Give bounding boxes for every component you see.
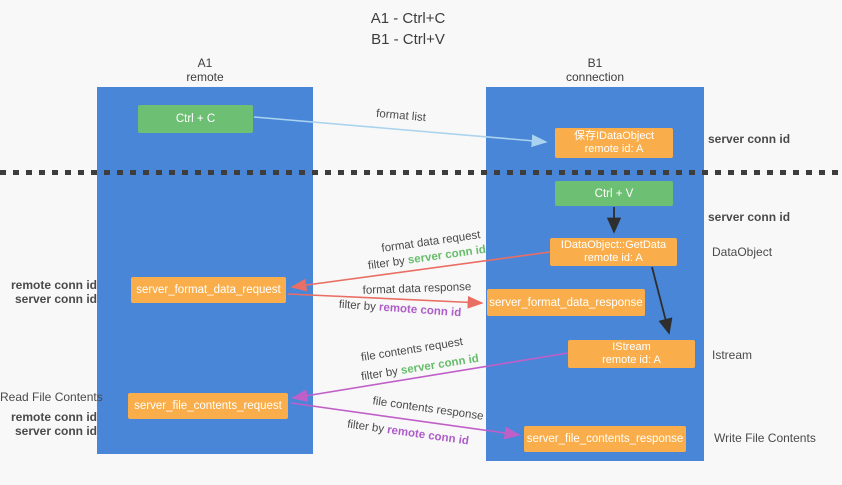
remote-conn-id-annotation-left-bottom: remote conn id xyxy=(10,410,97,424)
istream-line1: IStream xyxy=(612,341,651,353)
istream-annotation: Istream xyxy=(712,348,753,362)
filter-by-text: filter by xyxy=(360,365,402,384)
file-contents-response-label: file contents response xyxy=(371,395,485,423)
filter-by-text: filter by xyxy=(338,298,380,314)
save-idataobject-box: 保存IDataObject remote id: A xyxy=(555,128,673,158)
idataobject-getdata-box: IDataObject::GetData remote id: A xyxy=(550,238,677,266)
server-file-contents-request-box: server_file_contents_request xyxy=(128,393,288,419)
lane-b1-name: B1 xyxy=(587,56,603,70)
title-line-2: B1 - Ctrl+V xyxy=(371,31,445,48)
lane-a1-role: remote xyxy=(186,70,224,84)
server-format-data-response-box: server_format_data_response xyxy=(487,289,645,316)
title-line-1: A1 - Ctrl+C xyxy=(370,10,446,27)
server-file-contents-request-label: server_file_contents_request xyxy=(134,400,282,412)
format-data-response-filter-label: filter by remote conn id xyxy=(325,298,475,320)
format-list-label: format list xyxy=(375,107,427,125)
lane-b1-role: connection xyxy=(565,70,625,84)
save-idataobject-line2: remote id: A xyxy=(584,143,644,155)
ctrl-c-box: Ctrl + C xyxy=(138,105,253,133)
format-data-response-label: format data response xyxy=(362,281,472,297)
server-file-contents-response-label: server_file_contents_response xyxy=(526,433,684,445)
remote-conn-id-annotation-left-top: remote conn id xyxy=(10,278,97,292)
server-conn-id-annotation-top: server conn id xyxy=(708,132,791,146)
lane-header-b1: B1 connection xyxy=(535,56,655,84)
write-file-contents-annotation: Write File Contents xyxy=(714,431,816,445)
filter-by-text: filter by xyxy=(367,254,409,273)
ctrl-c-label: Ctrl + C xyxy=(175,113,216,125)
istream-line2: remote id: A xyxy=(602,354,661,366)
server-conn-id-annotation-left-top: server conn id xyxy=(14,292,97,306)
server-conn-id-annotation-mid: server conn id xyxy=(708,210,791,224)
read-file-contents-annotation: Read File Contents xyxy=(0,390,103,404)
getdata-line1: IDataObject::GetData xyxy=(560,239,667,251)
server-format-data-request-label: server_format_data_request xyxy=(136,284,281,296)
server-conn-id-text: server conn id xyxy=(400,352,480,377)
save-idataobject-line1: 保存IDataObject xyxy=(573,130,655,142)
remote-conn-id-text: remote conn id xyxy=(386,424,470,448)
filter-by-text: filter by xyxy=(346,418,388,437)
file-contents-response-filter-label: filter by remote conn id xyxy=(333,417,483,450)
lane-a1-name: A1 xyxy=(197,56,213,70)
server-conn-id-annotation-left-bottom: server conn id xyxy=(14,424,97,438)
lane-a1-column xyxy=(97,87,313,454)
ctrl-v-label: Ctrl + V xyxy=(594,187,634,200)
dataobject-annotation: DataObject xyxy=(712,245,773,259)
diagram-title: A1 - Ctrl+C B1 - Ctrl+V xyxy=(308,8,508,50)
remote-conn-id-text: remote conn id xyxy=(378,301,462,320)
server-format-data-response-label: server_format_data_response xyxy=(489,296,643,309)
ctrl-v-box: Ctrl + V xyxy=(555,181,673,206)
getdata-line2: remote id: A xyxy=(584,252,643,264)
lane-header-a1: A1 remote xyxy=(145,56,265,84)
server-format-data-request-box: server_format_data_request xyxy=(131,277,286,303)
istream-box: IStream remote id: A xyxy=(568,340,695,368)
server-file-contents-response-box: server_file_contents_response xyxy=(524,426,686,452)
phase-separator-dotted-line xyxy=(0,170,842,175)
